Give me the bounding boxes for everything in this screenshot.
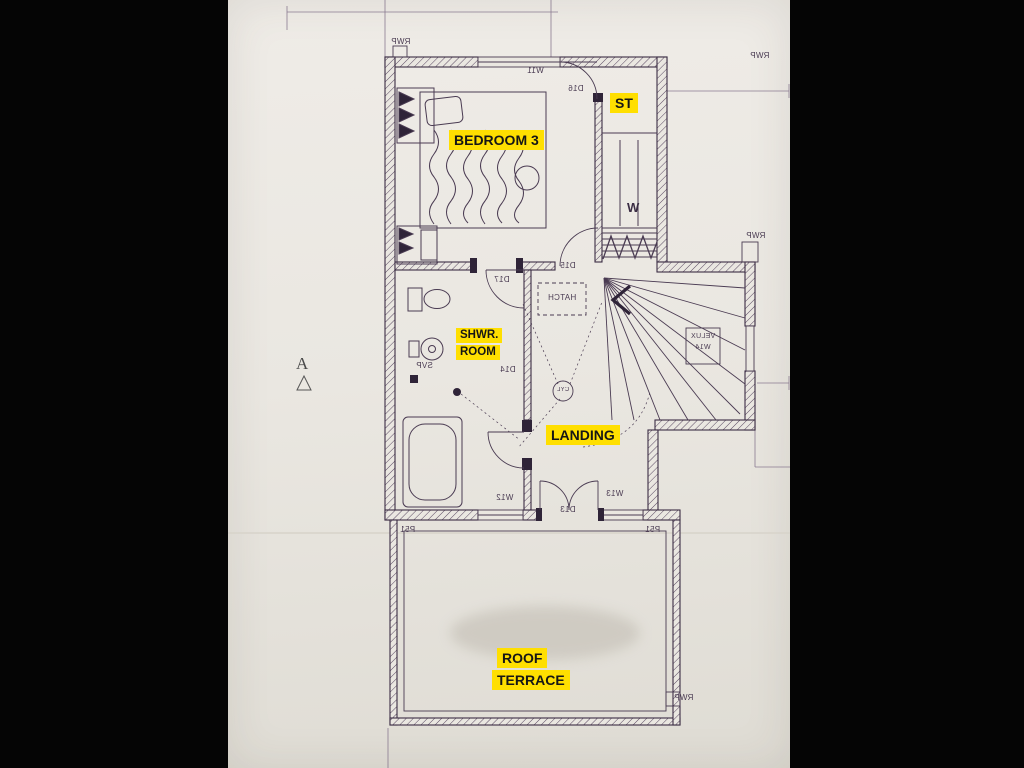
door-jambs	[470, 93, 604, 521]
label-shwr-room-line1: SHWR.	[456, 328, 503, 343]
door-d17	[485, 269, 525, 309]
door-d13-right-leaf	[568, 480, 599, 511]
annotation-cyl: CYL	[556, 387, 570, 393]
annotation-rwp-right: RWP	[746, 231, 766, 240]
annotation-rwp-bottom: RWP	[674, 693, 694, 702]
stair-direction-arrow	[610, 284, 632, 316]
door-d15	[559, 227, 599, 267]
dimension-lines	[286, 0, 790, 768]
annotation-d15: D15	[560, 261, 576, 270]
annotation-rwp-top-right: RWP	[750, 51, 770, 60]
annotation-w11: W11	[527, 66, 544, 75]
bed	[419, 91, 547, 229]
annotation-rwp-top-left: RWP	[391, 37, 411, 46]
right-black-margin	[790, 0, 1024, 768]
smoke-detector	[453, 388, 461, 396]
service-lines	[460, 301, 651, 449]
doors	[485, 61, 599, 511]
wardrobe-units	[396, 87, 438, 265]
label-roof-terrace-line2: TERRACE	[492, 670, 570, 691]
label-landing: LANDING	[546, 425, 620, 446]
annotation-w13: W13	[606, 489, 624, 498]
section-marker-triangle	[296, 374, 312, 391]
label-roof-terrace-line1: ROOF	[497, 648, 548, 669]
left-black-margin	[0, 0, 228, 768]
svp-marker	[410, 375, 418, 383]
label-st: ST	[610, 93, 638, 114]
annotation-d13: D13	[560, 505, 576, 514]
cylinder	[552, 380, 574, 402]
door-d16	[559, 61, 598, 100]
annotation-d17: D17	[494, 275, 510, 284]
door-d13-left-leaf	[539, 480, 570, 511]
basin	[408, 337, 444, 361]
walls	[384, 56, 756, 726]
section-marker-a: A	[296, 354, 309, 373]
label-shwr-room-line2: ROOM	[456, 345, 500, 360]
velux-tag-box	[685, 327, 721, 365]
blurred-smudge	[450, 606, 640, 660]
stairs-upper	[602, 132, 658, 260]
ceiling-light	[514, 165, 540, 191]
label-bedroom-3: BEDROOM 3	[449, 130, 544, 151]
annotation-hatch: HATCH	[547, 293, 577, 302]
annotation-velux-line2: W14	[695, 344, 711, 351]
annotation-p51-right: P51	[645, 525, 661, 534]
bath	[402, 416, 463, 508]
wc	[407, 287, 451, 312]
rwp-boxes	[392, 45, 759, 707]
pillow	[424, 95, 464, 127]
door-d14	[487, 431, 525, 469]
window-velux	[745, 325, 755, 372]
annotation-svp: SVP	[416, 361, 433, 370]
annotation-d14: D14	[500, 365, 516, 374]
windows	[477, 56, 755, 521]
annotation-d16: D16	[568, 84, 584, 93]
terrace-inner-line	[403, 530, 667, 712]
annotation-w12: W12	[496, 493, 514, 502]
annotation-p51-left: P51	[400, 525, 416, 534]
annotation-velux-line1: VELUX	[690, 333, 716, 340]
loft-hatch	[537, 282, 587, 316]
annotation-wardrobe-w: W	[627, 200, 640, 215]
stairs-winder	[603, 277, 746, 421]
